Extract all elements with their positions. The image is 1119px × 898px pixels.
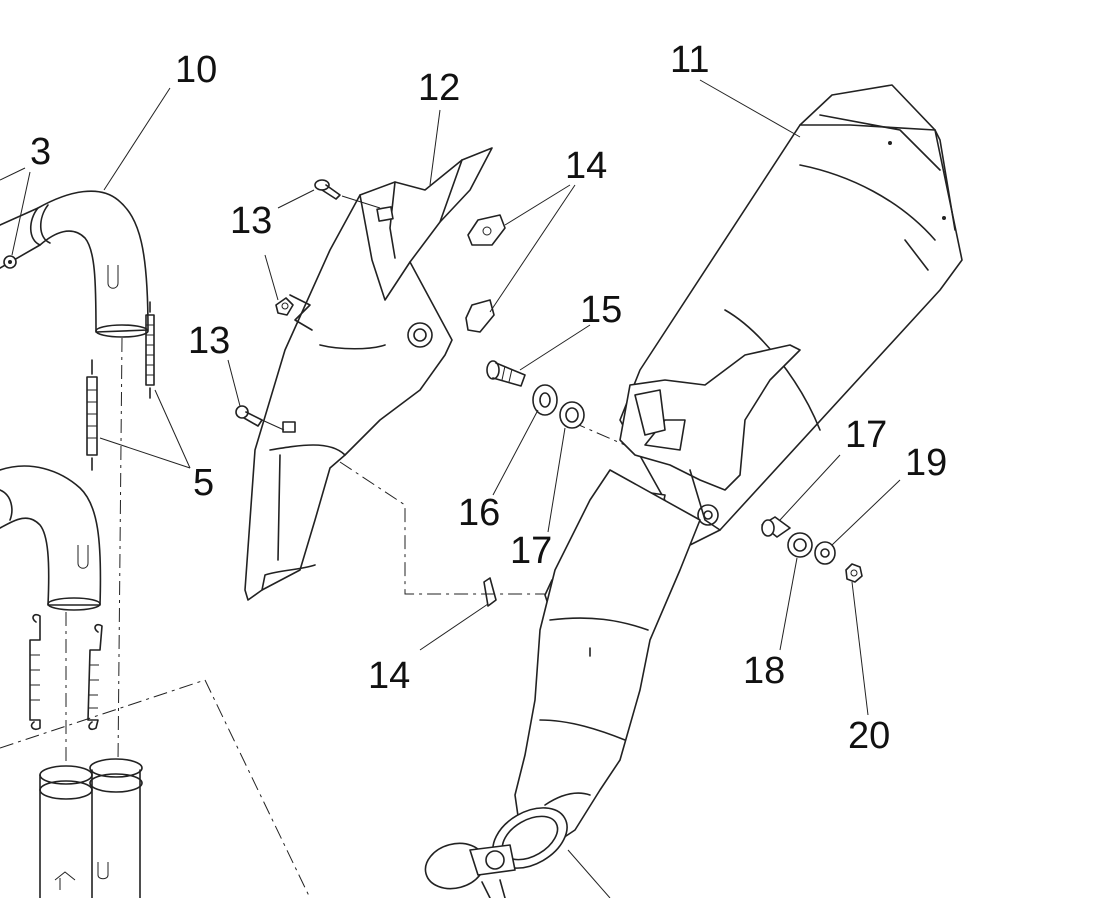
callout-16: 16 — [458, 492, 500, 534]
part-19-washer — [814, 541, 836, 565]
callout-13-lower: 13 — [188, 320, 230, 362]
collector-pipes — [39, 758, 143, 898]
part-17-spacer — [559, 401, 585, 429]
link-pipe — [514, 469, 701, 851]
leader-lines — [0, 79, 901, 716]
part-12-heat-shield — [244, 147, 493, 601]
callout-12: 12 — [418, 67, 460, 109]
callout-3: 3 — [30, 131, 51, 173]
lower-elbow-pipe — [0, 465, 102, 611]
callout-13-upper: 13 — [230, 200, 272, 242]
callout-14-lower: 14 — [368, 655, 410, 697]
part-11-silencer — [614, 84, 963, 546]
part-17-sleeve — [761, 516, 791, 538]
callout-17-left: 17 — [510, 530, 552, 572]
part-18-rubber-mount — [787, 532, 813, 558]
callout-17-right: 17 — [845, 414, 887, 456]
part-20-nut — [845, 563, 863, 583]
callout-20: 20 — [848, 715, 890, 757]
part-16-grommet — [532, 384, 558, 416]
callout-5: 5 — [193, 462, 214, 504]
part-5-springs — [29, 301, 155, 731]
part-13-screws — [235, 179, 341, 427]
pipe-clamp — [424, 807, 568, 898]
part-10-upper-elbow-pipe — [0, 190, 149, 338]
callout-11: 11 — [670, 39, 709, 81]
callout-14-upper: 14 — [565, 145, 607, 187]
callout-10: 10 — [175, 49, 217, 91]
part-15-bolt — [486, 360, 526, 387]
callout-15: 15 — [580, 289, 622, 331]
callout-19: 19 — [905, 442, 947, 484]
callout-18: 18 — [743, 650, 785, 692]
